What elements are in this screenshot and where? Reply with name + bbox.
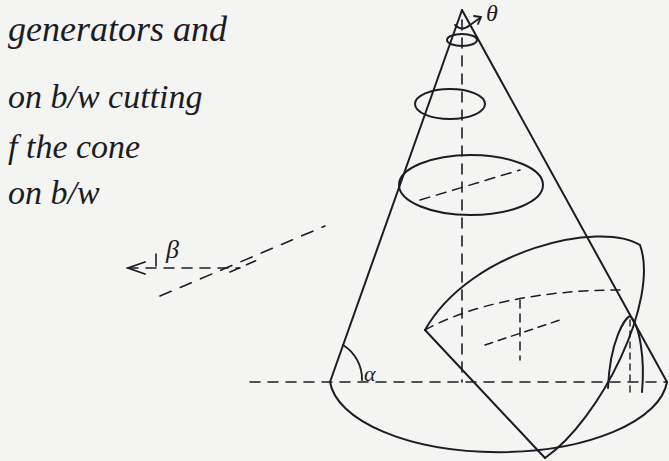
angle-label: α xyxy=(364,362,376,386)
note-text: on b/w xyxy=(8,174,100,211)
note-text: f the cone xyxy=(8,128,140,165)
note-text: on b/w cutting xyxy=(8,78,203,115)
angle-label: θ xyxy=(486,0,498,26)
note-text: generators and xyxy=(8,10,227,50)
angle-label: β xyxy=(166,236,179,265)
